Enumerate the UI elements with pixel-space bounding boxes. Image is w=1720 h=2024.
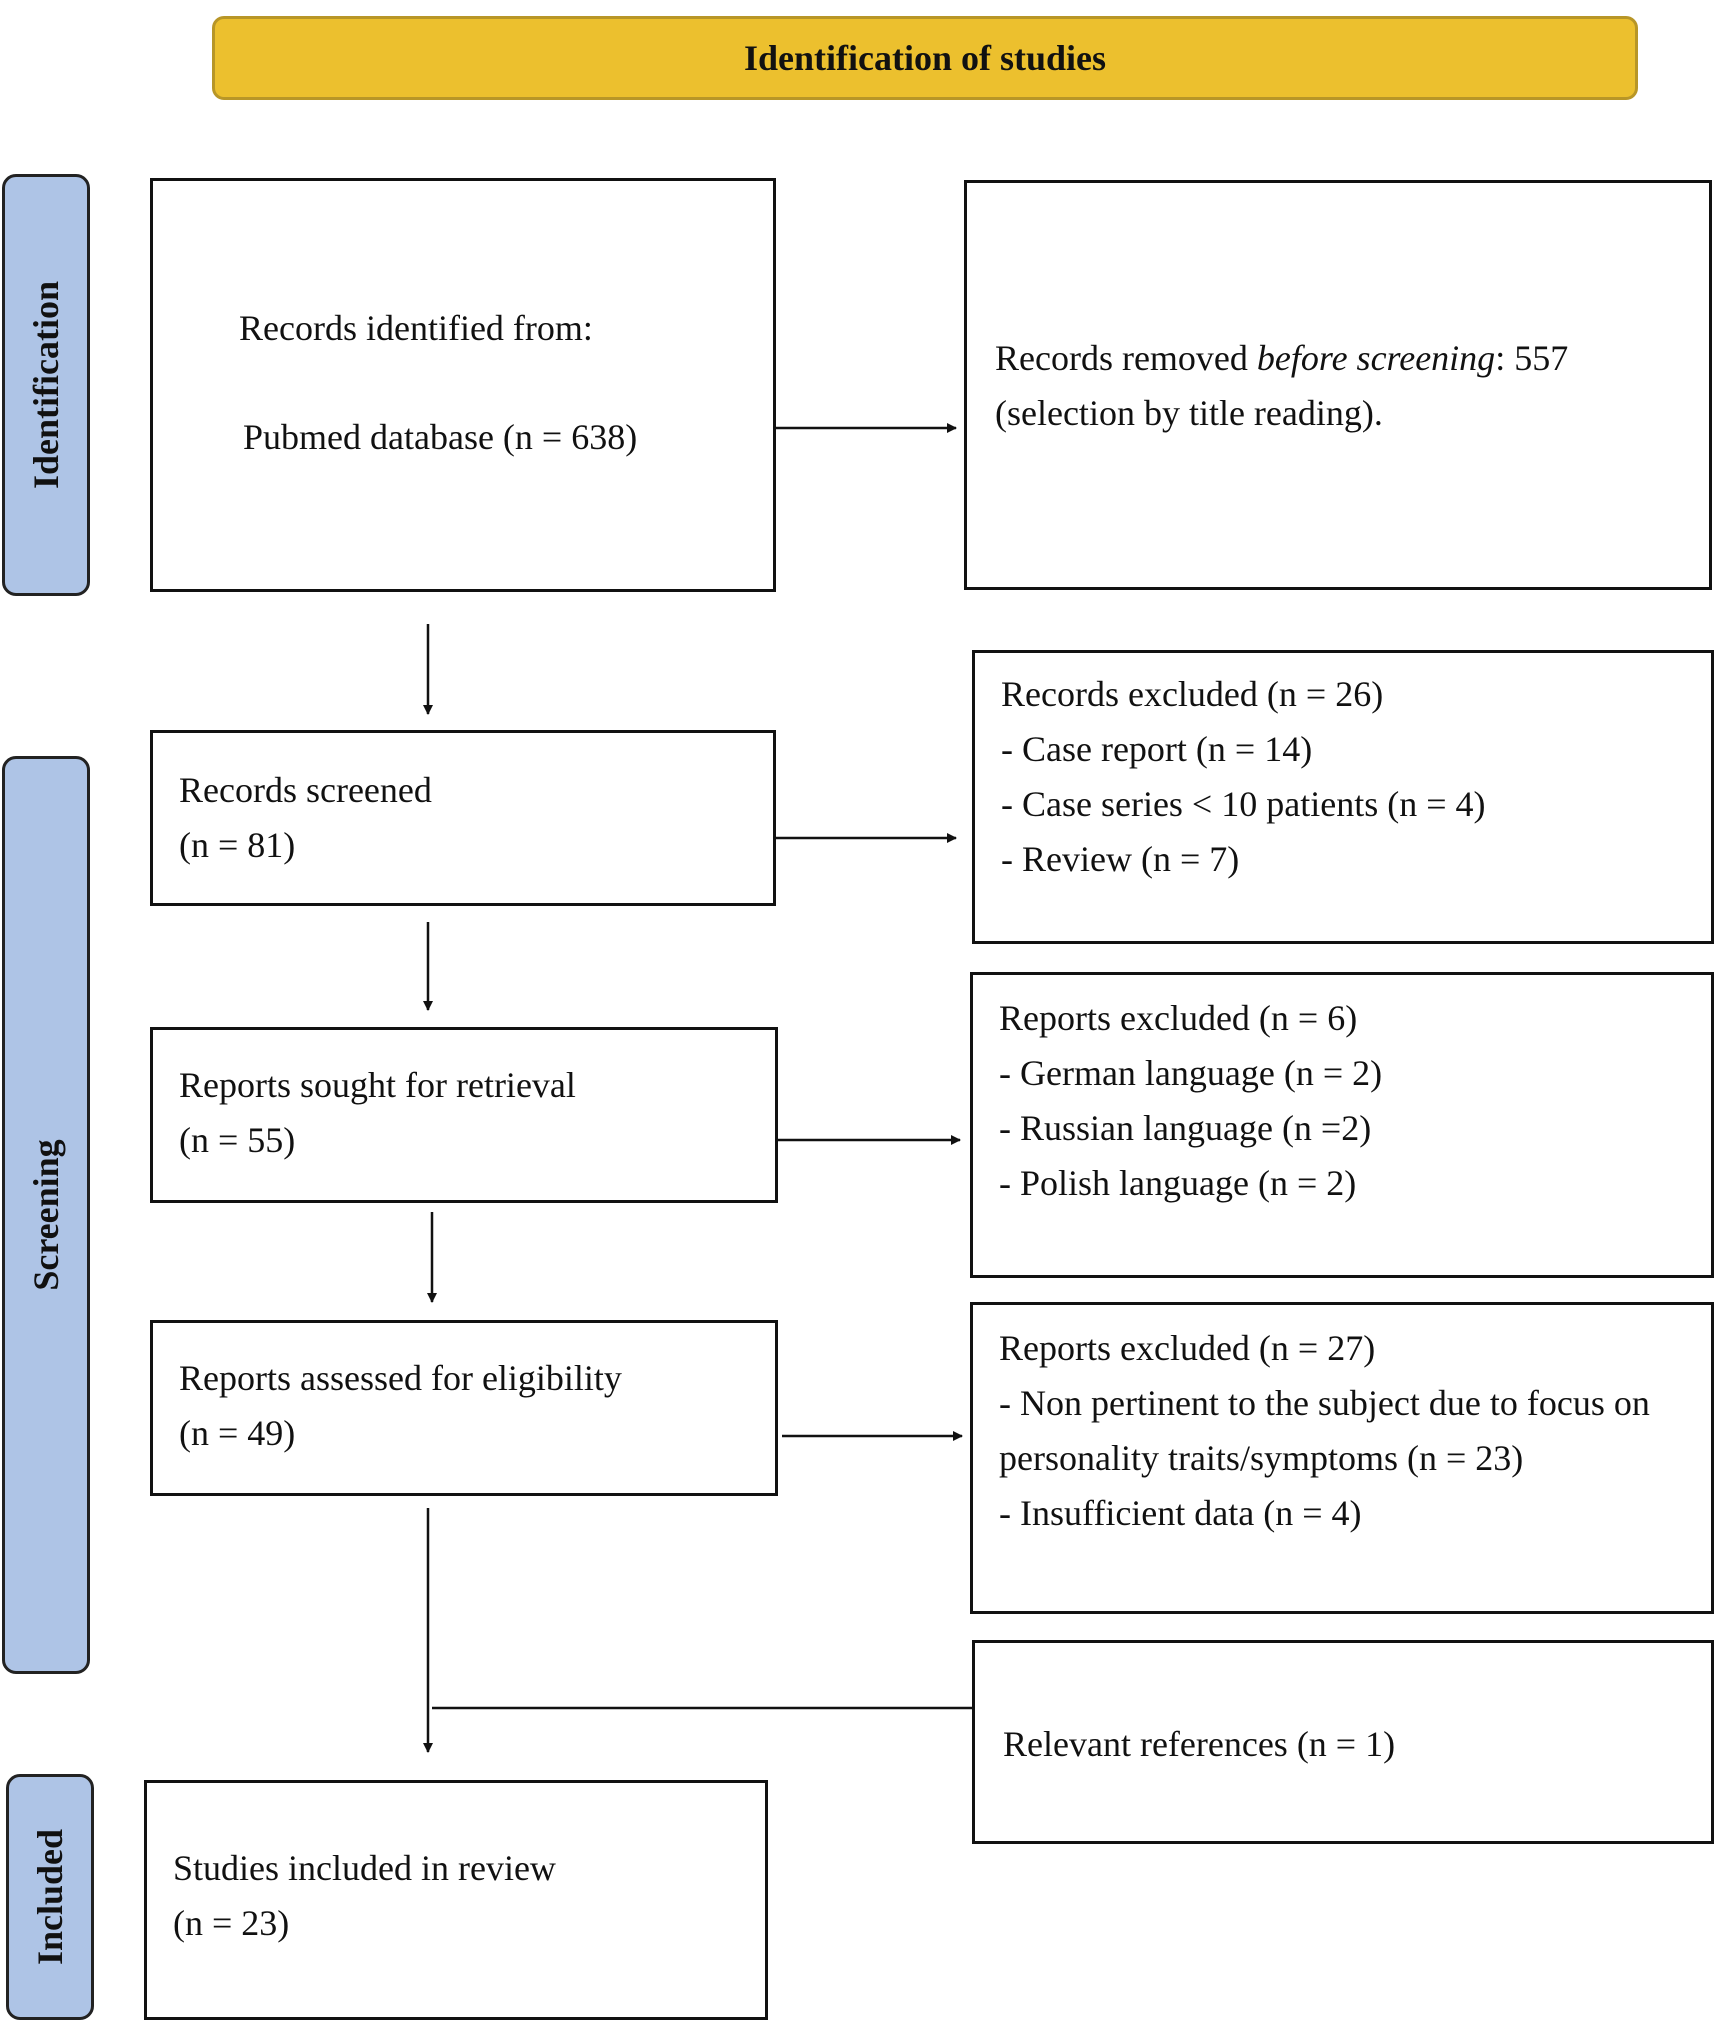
records-removed-prefix: Records removed	[995, 338, 1257, 378]
records-excluded-title: Records excluded (n = 26)	[1001, 674, 1384, 714]
relevant-references-box: Relevant references (n = 1)	[972, 1640, 1714, 1844]
records-excluded-box: Records excluded (n = 26) - Case report …	[972, 650, 1714, 944]
reports-excluded-eligibility-box: Reports excluded (n = 27) - Non pertinen…	[970, 1302, 1714, 1614]
records-removed-note: (selection by title reading).	[995, 393, 1383, 433]
phase-included: Included	[6, 1774, 94, 2020]
header-title: Identification of studies	[743, 38, 1107, 78]
phase-screening: Screening	[2, 756, 90, 1674]
phase-identification: Identification	[2, 174, 90, 596]
records-excluded-item: - Review (n = 7)	[1001, 839, 1240, 879]
records-screened-count: (n = 81)	[179, 825, 296, 865]
studies-included-count: (n = 23)	[173, 1903, 290, 1943]
records-removed-line: Records removed before screening: 557	[995, 331, 1691, 386]
reports-excluded-eligibility-item: - Non pertinent to the subject due to fo…	[999, 1383, 1650, 1478]
studies-included-box: Studies included in review (n = 23)	[144, 1780, 768, 2020]
records-removed-suffix: : 557	[1495, 338, 1569, 378]
reports-sought-box: Reports sought for retrieval (n = 55)	[150, 1027, 778, 1203]
reports-excluded-eligibility-title: Reports excluded (n = 27)	[999, 1328, 1376, 1368]
reports-excluded-language-item: - German language (n = 2)	[999, 1053, 1383, 1093]
records-identified-label: Records identified from:	[239, 308, 593, 348]
pubmed-count: Pubmed database (n = 638)	[243, 417, 638, 457]
records-excluded-item: - Case series < 10 patients (n = 4)	[1001, 784, 1486, 824]
records-screened-box: Records screened (n = 81)	[150, 730, 776, 906]
records-identified-box: Records identified from: Pubmed database…	[150, 178, 776, 592]
reports-excluded-language-title: Reports excluded (n = 6)	[999, 998, 1358, 1038]
reports-assessed-box: Reports assessed for eligibility (n = 49…	[150, 1320, 778, 1496]
records-removed-box: Records removed before screening: 557 (s…	[964, 180, 1712, 590]
reports-excluded-language-box: Reports excluded (n = 6) - German langua…	[970, 972, 1714, 1278]
reports-excluded-eligibility-item: - Insufficient data (n = 4)	[999, 1493, 1362, 1533]
reports-sought-count: (n = 55)	[179, 1120, 296, 1160]
records-screened-label: Records screened	[179, 770, 432, 810]
reports-excluded-language-item: - Russian language (n =2)	[999, 1108, 1372, 1148]
studies-included-label: Studies included in review	[173, 1848, 556, 1888]
reports-excluded-language-item: - Polish language (n = 2)	[999, 1163, 1357, 1203]
header-banner: Identification of studies	[212, 16, 1638, 100]
reports-assessed-count: (n = 49)	[179, 1413, 296, 1453]
records-excluded-item: - Case report (n = 14)	[1001, 729, 1313, 769]
reports-sought-label: Reports sought for retrieval	[179, 1065, 576, 1105]
reports-assessed-label: Reports assessed for eligibility	[179, 1358, 622, 1398]
records-removed-italic: before screening	[1256, 338, 1496, 378]
relevant-references-label: Relevant references (n = 1)	[1003, 1724, 1396, 1764]
